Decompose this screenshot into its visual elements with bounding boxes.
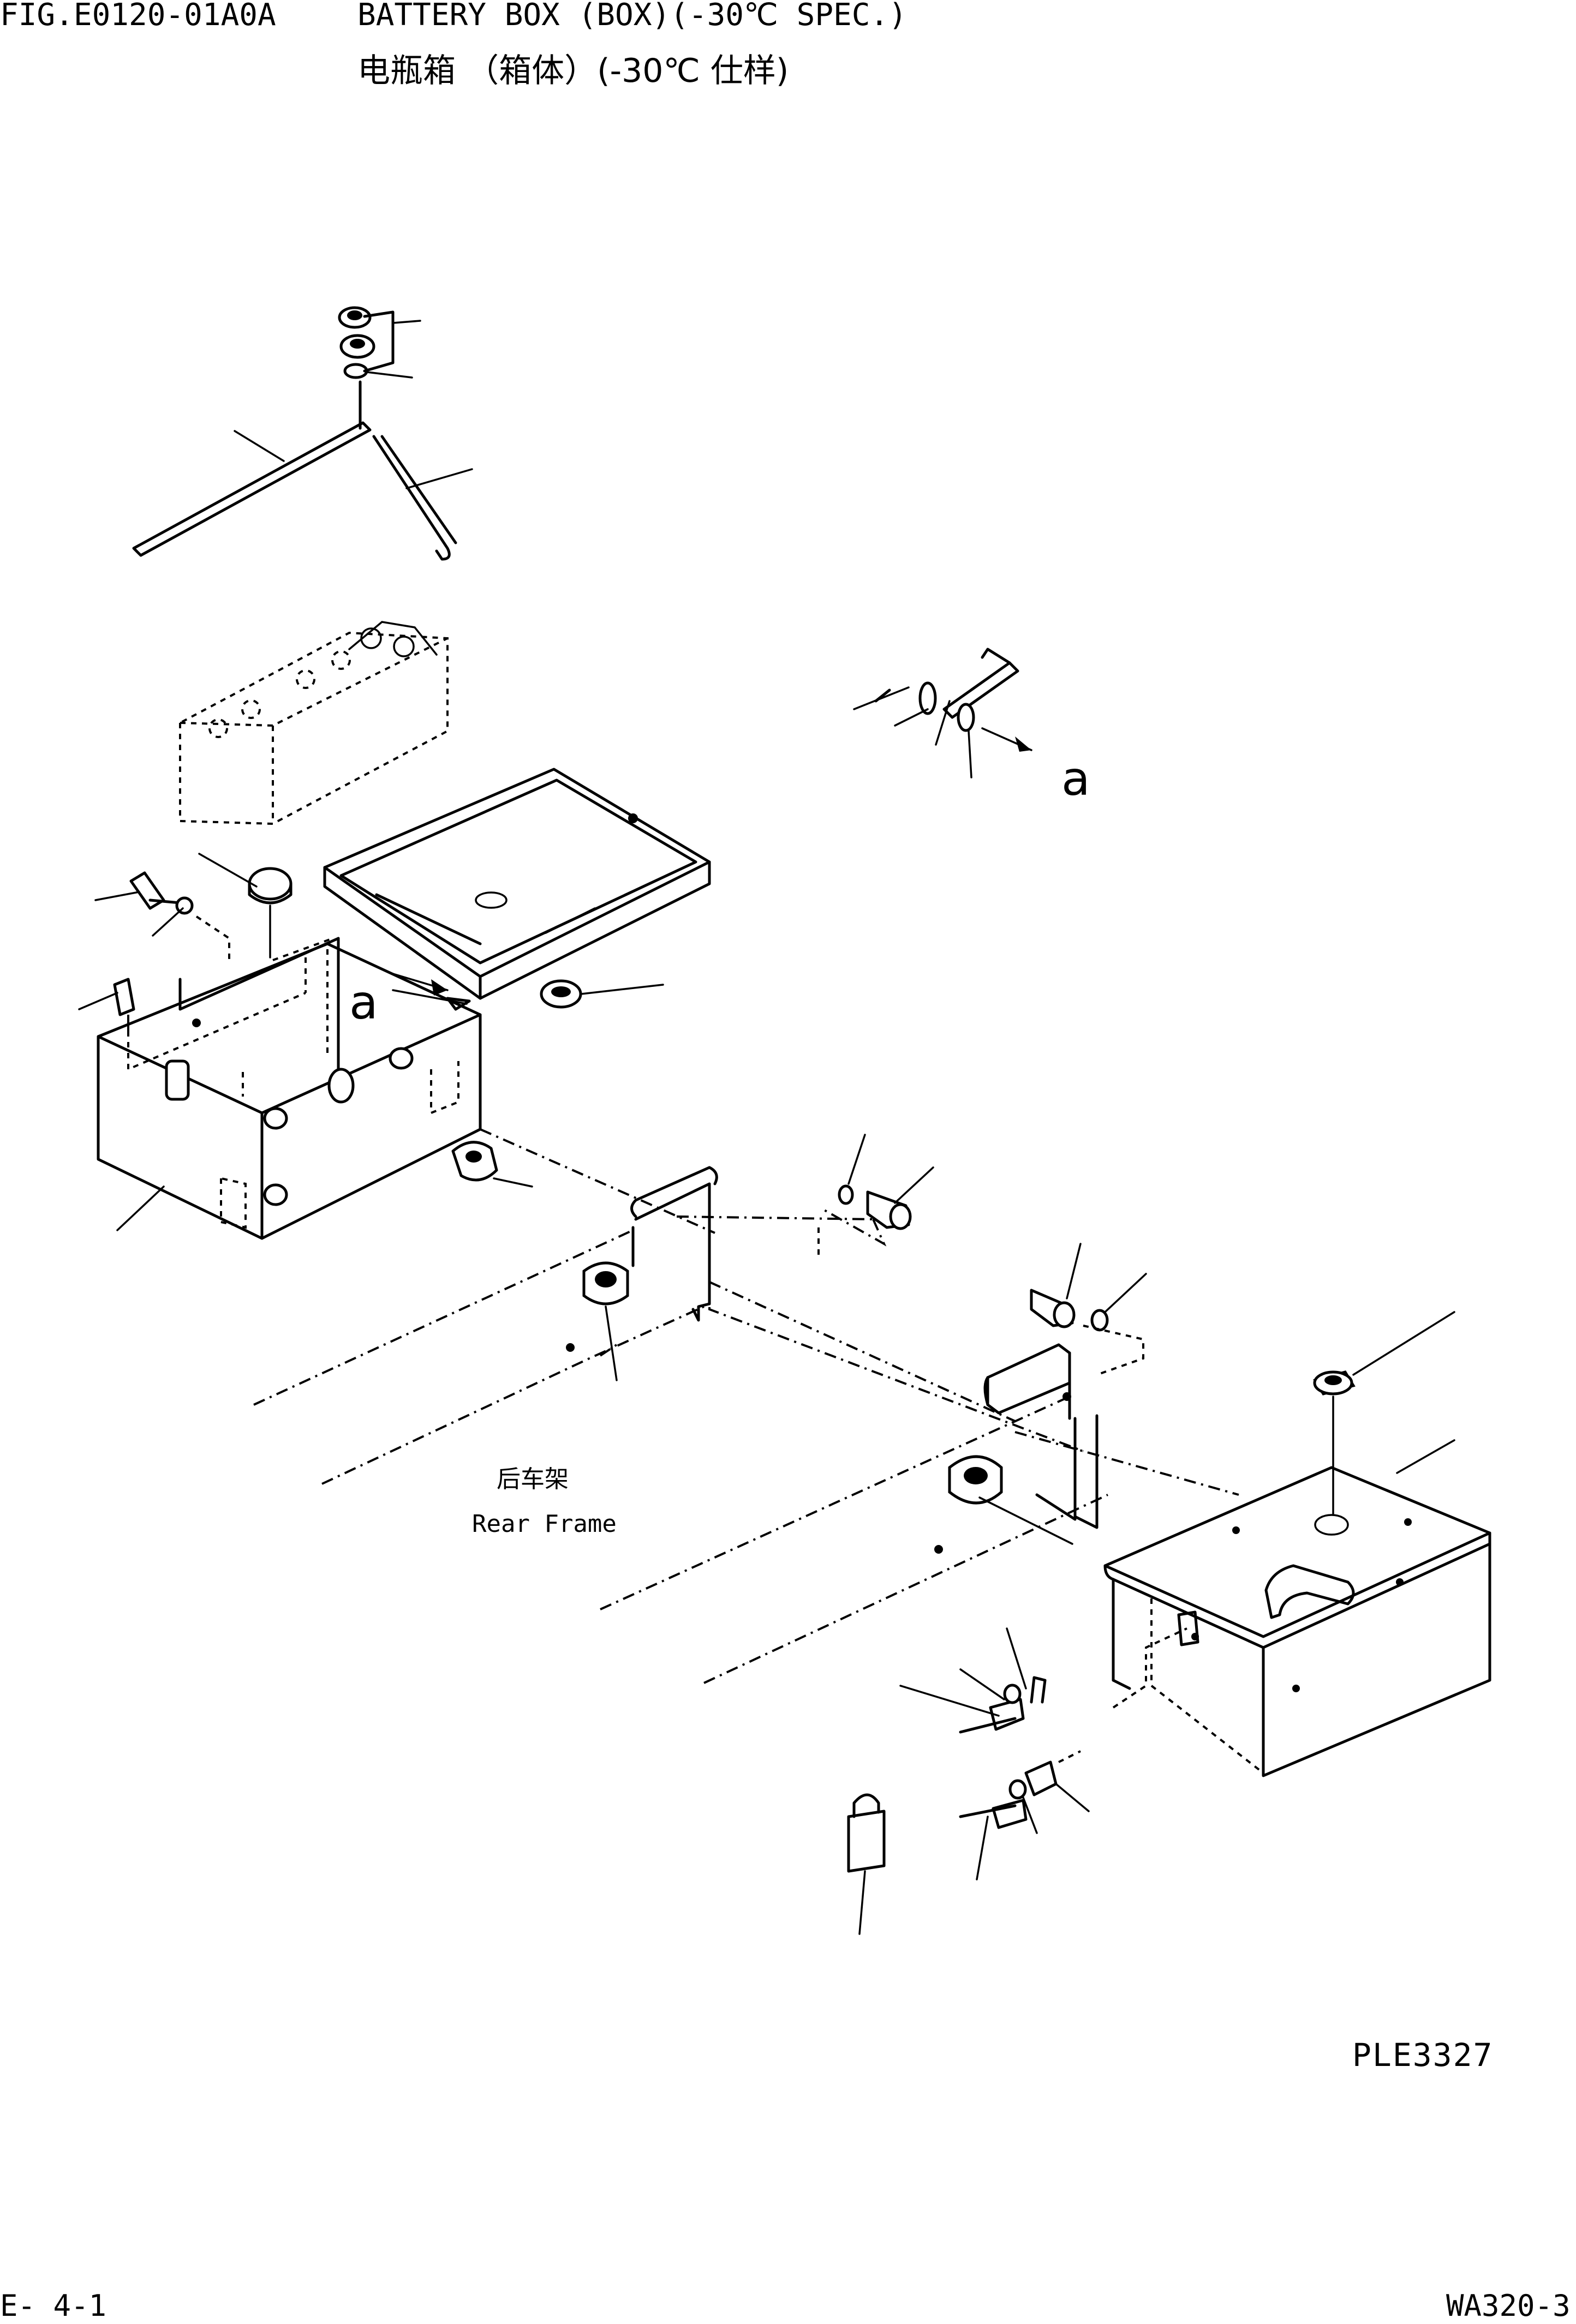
detail-a-reference: a: [349, 975, 378, 1030]
rear-frame-label-english: Rear Frame: [472, 1510, 617, 1538]
lock-hasp-assembly: [849, 1628, 1187, 1934]
detail-a-indicator-arrow: [393, 974, 447, 996]
rear-frame: [254, 1129, 1239, 1683]
title-chinese: 电瓶箱 （箱体）(-30℃ 仕样): [357, 52, 789, 90]
rubber-mounts: [584, 1263, 1072, 1544]
figure-id: FIG.E0120-01A0A: [0, 0, 276, 33]
page-number: E- 4-1: [0, 2289, 107, 2323]
title-english: BATTERY BOX (BOX)(-30℃ SPEC.): [357, 0, 907, 33]
battery-box-cover: [1105, 1312, 1490, 1776]
hold-down-rod-assembly: [134, 308, 472, 559]
model-number: WA320-3: [1446, 2289, 1571, 2323]
frame-bolts: [819, 1135, 1146, 1375]
battery: [180, 622, 447, 824]
battery-tray: [325, 769, 709, 998]
drawing-number: PLE3327: [1352, 2037, 1494, 2074]
detail-a-bracket: [854, 649, 1031, 777]
detail-a-callout: a: [1061, 752, 1090, 806]
rear-frame-label-chinese: 后车架: [497, 1465, 569, 1493]
battery-box-left: [79, 854, 663, 1238]
